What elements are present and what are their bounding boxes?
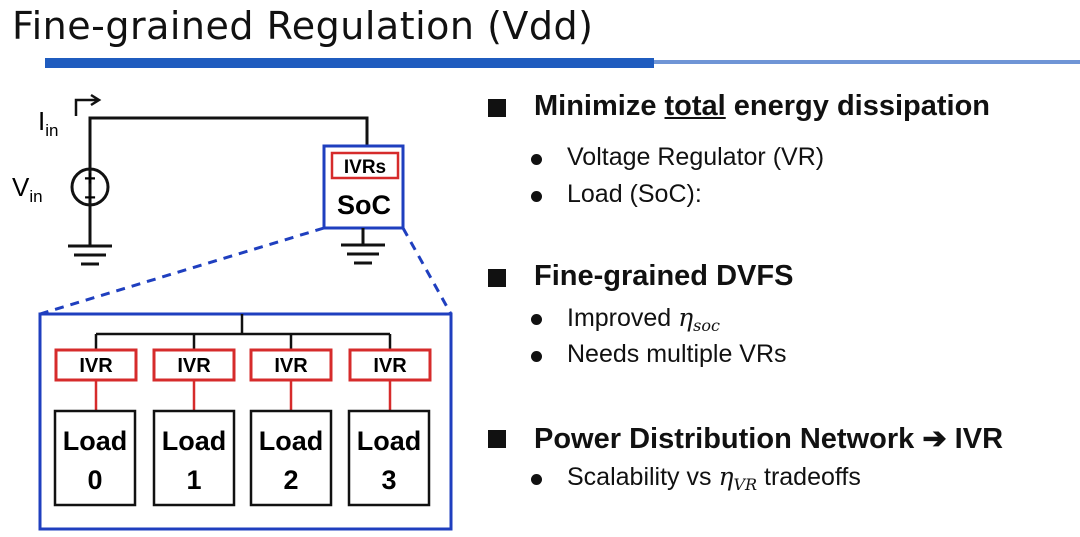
- square-bullet-icon: [488, 99, 506, 117]
- vin-label: Vin: [12, 172, 43, 206]
- soc-label: SoC: [337, 190, 391, 220]
- ground-icon-left: [68, 244, 112, 266]
- dot-bullet-icon: [531, 474, 542, 485]
- ivrs-box: [330, 151, 400, 180]
- square-bullet-icon: [488, 430, 506, 448]
- ivr-box-0: [54, 348, 138, 382]
- load-box-2: [249, 409, 333, 507]
- ivrs-label: IVRs: [344, 157, 386, 178]
- svg-text:2: 2: [283, 465, 298, 495]
- bullet-heading-3: Power Distribution Network ➔ IVR: [534, 423, 1004, 455]
- title-underline-light: [654, 60, 1080, 64]
- dot-bullet-icon: [531, 314, 542, 325]
- minus-sign: −: [84, 187, 96, 209]
- ground-icon-right: [341, 243, 385, 265]
- sub-bullet-3-1: Scalability vs ηVR tradeoffs: [567, 462, 861, 494]
- bullet-heading-2: Fine-grained DVFS: [534, 260, 794, 292]
- svg-text:IVR: IVR: [177, 355, 211, 377]
- ivr-column-0: IVR Load 0: [53, 334, 138, 507]
- underlined-word: total: [664, 90, 726, 122]
- sub-bullet-1-2: Load (SoC):: [567, 180, 702, 208]
- iin-label: Iin: [38, 106, 58, 140]
- dot-bullet-icon: [531, 351, 542, 362]
- zoom-line-left: [39, 226, 325, 316]
- svg-text:1: 1: [186, 465, 201, 495]
- bullet-heading-1: Minimize total energy dissipation: [534, 90, 991, 122]
- ivr-column-1: IVR Load 1: [152, 334, 236, 507]
- svg-text:0: 0: [87, 465, 102, 495]
- plus-sign: +: [84, 168, 96, 190]
- input-wire: [88, 116, 369, 204]
- zoom-line-right: [401, 227, 453, 315]
- sub-bullet-2-1: Improved ηsoc: [567, 303, 720, 335]
- page-title: Fine-grained Regulation (Vdd): [12, 4, 594, 48]
- svg-text:IVR: IVR: [373, 355, 407, 377]
- svg-text:Load: Load: [259, 426, 324, 456]
- svg-text:IVR: IVR: [79, 355, 113, 377]
- load-box-0: [53, 409, 137, 507]
- svg-text:Load: Load: [63, 426, 128, 456]
- svg-text:IVR: IVR: [274, 355, 308, 377]
- ivr-box-2: [249, 348, 333, 382]
- dot-bullet-icon: [531, 154, 542, 165]
- square-bullet-icon: [488, 269, 506, 287]
- circuit-diagram: Iin + − Vin IVRs SoC IVR Load 0: [12, 93, 453, 531]
- load-box-3: [347, 409, 431, 507]
- svg-text:Load: Load: [162, 426, 227, 456]
- ivr-column-3: IVR Load 3: [347, 334, 432, 507]
- ivr-box-3: [348, 348, 432, 382]
- ivr-column-2: IVR Load 2: [249, 334, 333, 507]
- load-box-1: [152, 409, 236, 507]
- svg-text:Load: Load: [357, 426, 422, 456]
- svg-text:3: 3: [381, 465, 396, 495]
- title-underline: [45, 58, 654, 68]
- sub-bullet-2-2: Needs multiple VRs: [567, 340, 787, 368]
- sub-bullet-1-1: Voltage Regulator (VR): [567, 143, 825, 171]
- current-arrow-icon: [74, 93, 102, 116]
- dot-bullet-icon: [531, 191, 542, 202]
